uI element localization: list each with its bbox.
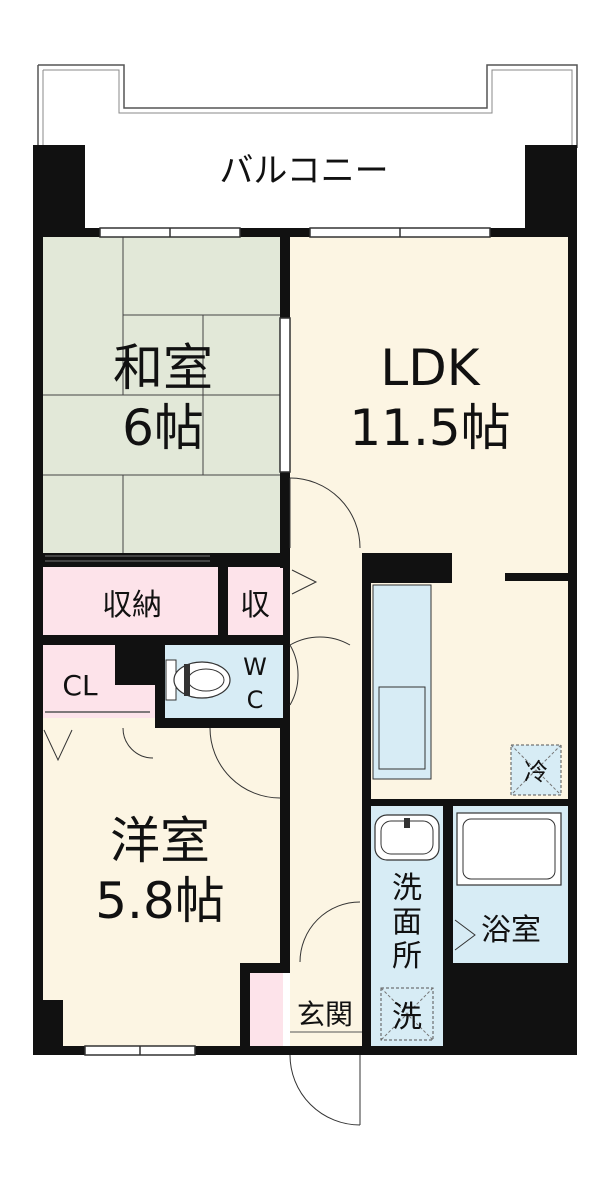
yokushitsu-label: 浴室 [481,913,541,948]
bathtub-icon [456,812,562,886]
fusuma-lines [45,555,210,713]
shuno-label: 収納 [102,588,162,623]
ldk-name: LDK [380,339,480,397]
balcony-railing-inner [43,69,573,148]
yoshitsu-name: 洋室 [110,812,210,870]
washer-label: 洗 [392,1000,422,1035]
washer-space [380,987,434,1041]
ldk-size: 11.5帖 [349,399,510,457]
balcony-railing [38,64,578,148]
wc-label-c: C [247,686,264,714]
washitsu-size: 6帖 [122,399,204,457]
toilet-icon [165,659,231,701]
shu-label: 収 [240,588,270,623]
fridge-space [510,744,562,796]
cl-label: CL [62,669,98,702]
shu-floor [228,567,283,635]
hallway-floor [290,553,362,1046]
fridge-label: 冷 [524,758,548,786]
senmenjo-label-2: 面 [392,905,422,940]
tatami-lines [43,235,283,553]
wash-basin-icon [374,814,440,861]
shuno-floor [43,567,218,635]
yoshitsu-size: 5.8帖 [95,872,225,930]
windows [84,227,491,1056]
senmenjo-label-3: 所 [392,939,422,974]
kitchen-counter [372,584,432,780]
washitsu-floor [43,235,283,553]
door-swings [43,477,476,1126]
washitsu-name: 和室 [113,339,213,397]
balcony-label: バルコニー [219,151,388,191]
senmenjo-label-1: 洗 [392,871,422,906]
genkan-storage [250,973,283,1046]
wc-label-w: W [243,653,267,681]
genkan-label: 玄関 [297,998,353,1031]
